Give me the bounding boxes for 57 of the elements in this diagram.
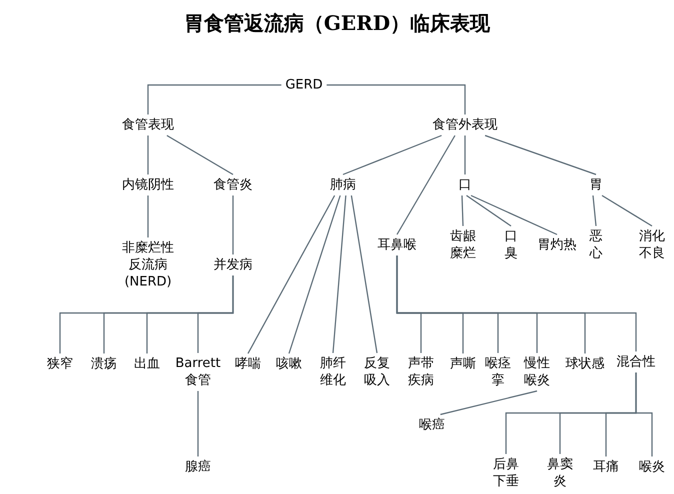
connector-line	[396, 135, 456, 235]
connector-line	[635, 372, 653, 456]
tree-node-label: 口臭	[503, 228, 519, 262]
tree-node-label: 咳嗽	[275, 356, 303, 372]
connector-line	[326, 84, 466, 114]
tree-node-label: 食管外表现	[432, 116, 498, 134]
tree-node-label: 腺癌	[184, 458, 212, 476]
tree-node-label: 喉癌	[418, 416, 446, 434]
tree-node-label: 并发病	[212, 256, 254, 274]
tree-node-label: 喉炎	[638, 458, 666, 476]
tree-node-label: 声嘶	[449, 356, 477, 372]
connector-line	[232, 196, 234, 254]
tree-node-label: 狭窄	[46, 356, 74, 372]
tree-node-label: 胃	[588, 176, 604, 194]
tree-node-label: 耳痛	[592, 458, 620, 476]
connector-line	[602, 194, 652, 227]
tree-node-label: 食管炎	[212, 176, 254, 194]
tree-node-label: 食管表现	[121, 116, 175, 134]
tree-node-label: 反复吸入	[362, 355, 392, 389]
connector-line	[147, 136, 149, 174]
connector-line	[197, 391, 199, 456]
connector-line	[592, 195, 597, 226]
tree-node-label: 哮喘	[234, 356, 262, 372]
connector-line	[350, 195, 378, 354]
diagram-title: 胃食管返流病（GERD）临床表现	[184, 10, 490, 37]
connector-line	[332, 195, 346, 354]
tree-node-label: 消化不良	[637, 228, 667, 262]
tree-node-label: 后鼻下垂	[491, 456, 521, 490]
tree-node-label: 齿龈糜烂	[449, 228, 477, 262]
connector-line	[484, 134, 596, 176]
connector-line	[166, 134, 234, 176]
connector-line	[440, 390, 538, 416]
tree-node-label: 慢性喉炎	[522, 355, 552, 389]
tree-node-label: 耳鼻喉	[376, 236, 418, 254]
tree-node-label: 声带疾病	[406, 355, 436, 389]
connector-line	[461, 195, 464, 226]
connector-line	[147, 196, 149, 238]
connector-line	[197, 276, 234, 353]
connector-line	[470, 194, 558, 236]
tree-node-label: 胃灼热	[536, 236, 578, 254]
tree-node-label: 混合性	[616, 354, 656, 370]
tree-node-label: 鼻窦炎	[545, 456, 575, 490]
connector-line	[288, 195, 341, 354]
tree-node-label: 溃疡	[90, 356, 118, 372]
tree-node-label: 球状感	[564, 356, 606, 372]
tree-node-label: 内镜阴性	[121, 176, 175, 194]
connector-line	[464, 136, 466, 174]
tree-node-label: 口	[458, 176, 472, 194]
tree-node-label: 喉痉挛	[483, 355, 513, 389]
tree-node-label: 非糜烂性反流病(NERD)	[119, 240, 177, 290]
connector-line	[147, 84, 282, 114]
tree-node-label: 肺病	[329, 176, 357, 194]
tree-node-label: 肺纤维化	[318, 355, 348, 389]
connector-line	[396, 256, 637, 352]
connector-line	[247, 195, 336, 354]
connector-line	[466, 195, 512, 226]
connector-line	[342, 134, 442, 176]
